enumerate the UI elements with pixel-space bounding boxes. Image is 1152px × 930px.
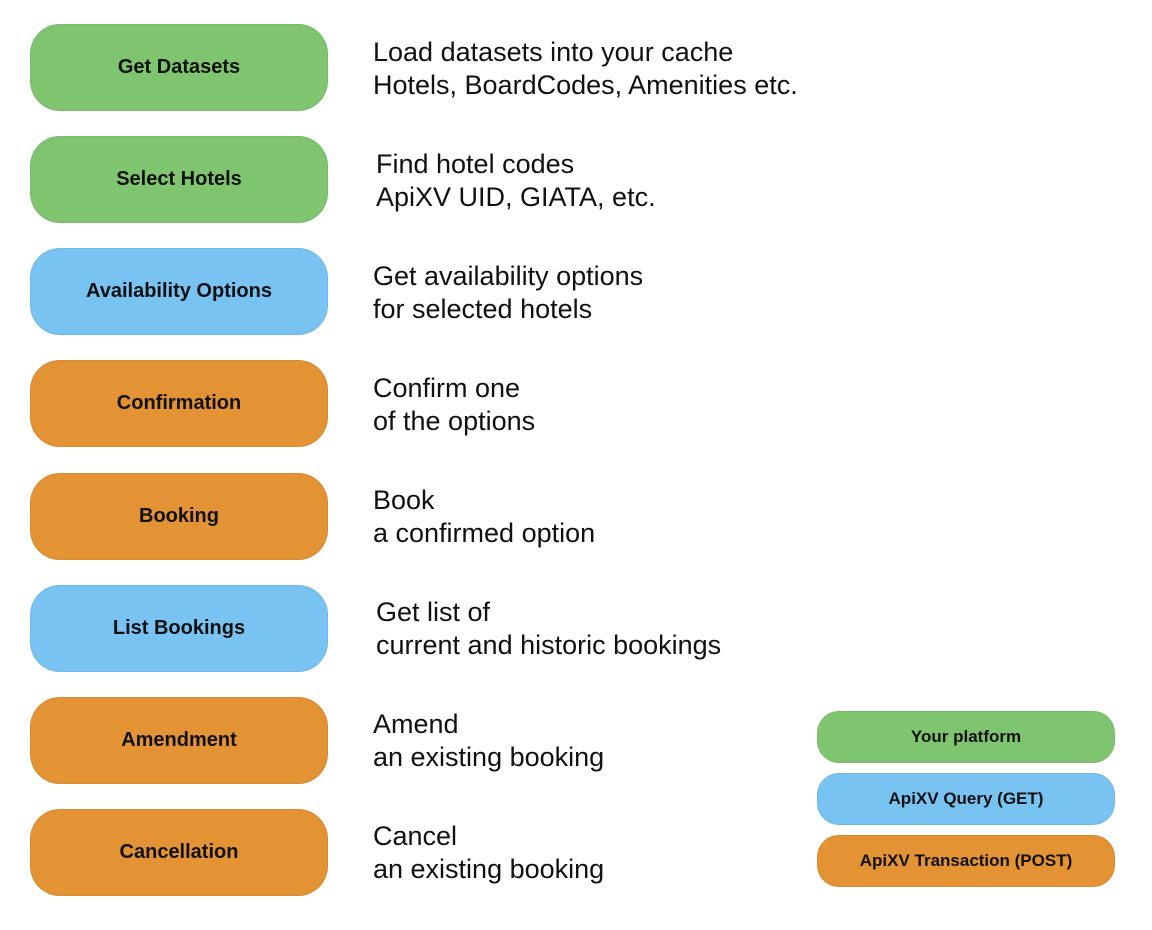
description-line-1: Find hotel codes — [376, 149, 575, 179]
amendment-description: Amend an existing booking — [373, 708, 604, 774]
get-datasets-description: Load datasets into your cache Hotels, Bo… — [373, 36, 798, 102]
step-get-datasets: Get Datasets Load datasets into your cac… — [0, 24, 1152, 114]
amendment-button[interactable]: Amendment — [30, 697, 328, 784]
description-line-2: an existing booking — [373, 742, 605, 772]
legend-label: Your platform — [910, 727, 1022, 746]
description-line-2: ApiXV UID, GIATA, etc. — [376, 182, 656, 212]
list-bookings-description: Get list of current and historic booking… — [376, 596, 721, 662]
step-cancellation: Cancellation Cancel an existing booking — [0, 809, 1152, 899]
select-hotels-button[interactable]: Select Hotels — [30, 136, 328, 223]
list-bookings-button[interactable]: List Bookings — [30, 585, 328, 672]
description-line-2: for selected hotels — [373, 294, 593, 324]
cancellation-description: Cancel an existing booking — [373, 820, 604, 886]
select-hotels-description: Find hotel codes ApiXV UID, GIATA, etc. — [376, 148, 656, 214]
booking-label: Booking — [139, 505, 219, 527]
description-line-1: Get availability options — [373, 261, 644, 291]
description-line-2: Hotels, BoardCodes, Amenities etc. — [373, 70, 798, 100]
description-line-1: Cancel — [373, 821, 458, 851]
description-line-1: Confirm one — [373, 373, 521, 403]
description-line-1: Book — [373, 485, 435, 515]
step-booking: Booking Book a confirmed option — [0, 473, 1152, 563]
availability-options-label: Availability Options — [86, 280, 272, 302]
list-bookings-label: List Bookings — [112, 617, 246, 639]
description-line-2: current and historic bookings — [376, 630, 722, 660]
cancellation-label: Cancellation — [119, 841, 239, 863]
confirmation-description: Confirm one of the options — [373, 372, 535, 438]
legend-apixv-query: ApiXV Query (GET) — [817, 773, 1115, 825]
get-datasets-label: Get Datasets — [117, 56, 241, 78]
step-amendment: Amendment Amend an existing booking — [0, 697, 1152, 787]
step-select-hotels: Select Hotels Find hotel codes ApiXV UID… — [0, 136, 1152, 226]
legend-apixv-transaction: ApiXV Transaction (POST) — [817, 835, 1115, 887]
booking-description: Book a confirmed option — [373, 484, 595, 550]
availability-options-description: Get availability options for selected ho… — [373, 260, 643, 326]
step-list-bookings: List Bookings Get list of current and hi… — [0, 585, 1152, 675]
confirmation-button[interactable]: Confirmation — [30, 360, 328, 447]
description-line-2: a confirmed option — [373, 518, 596, 548]
description-line-2: an existing booking — [373, 854, 605, 884]
description-line-1: Amend — [373, 709, 459, 739]
get-datasets-button[interactable]: Get Datasets — [30, 24, 328, 111]
select-hotels-label: Select Hotels — [116, 168, 242, 190]
step-confirmation: Confirmation Confirm one of the options — [0, 360, 1152, 450]
availability-options-button[interactable]: Availability Options — [30, 248, 328, 335]
confirmation-label: Confirmation — [116, 392, 242, 414]
legend-your-platform: Your platform — [817, 711, 1115, 763]
booking-button[interactable]: Booking — [30, 473, 328, 560]
step-availability-options: Availability Options Get availability op… — [0, 248, 1152, 338]
description-line-1: Load datasets into your cache — [373, 37, 734, 67]
legend-label: ApiXV Query (GET) — [888, 789, 1044, 808]
description-line-1: Get list of — [376, 597, 491, 627]
cancellation-button[interactable]: Cancellation — [30, 809, 328, 896]
amendment-label: Amendment — [121, 729, 237, 751]
description-line-2: of the options — [373, 406, 536, 436]
legend-label: ApiXV Transaction (POST) — [859, 851, 1073, 870]
